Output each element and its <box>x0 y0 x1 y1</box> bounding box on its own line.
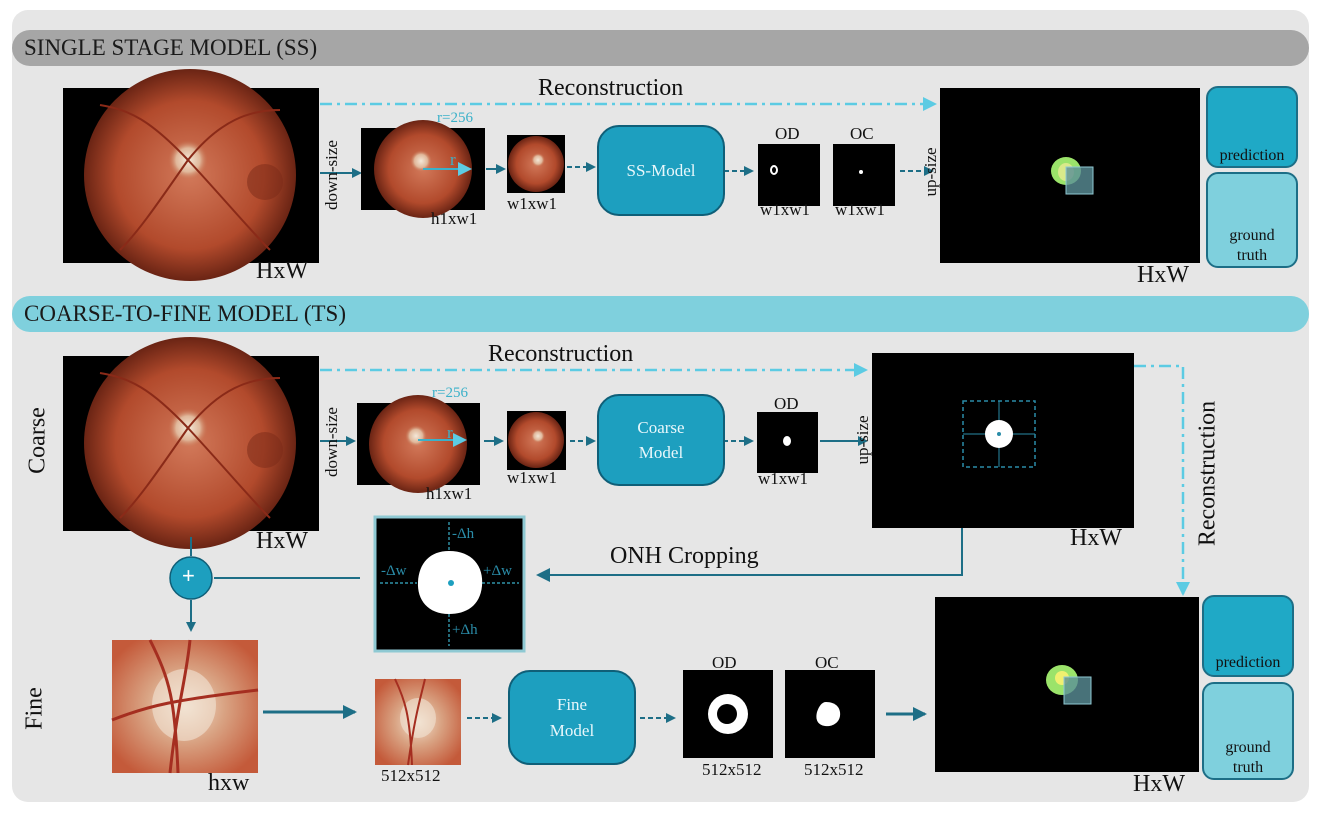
ts-coarse-label: Coarse <box>24 407 51 474</box>
ss-od-label: OD <box>775 124 800 143</box>
ts-coarse-output-size: HxW <box>1070 525 1122 551</box>
ts-downsized-fundus <box>357 395 480 493</box>
ts-input-size: HxW <box>256 528 308 554</box>
ts-square-fundus <box>507 411 566 470</box>
ts-prediction-tag: prediction <box>1202 595 1294 677</box>
ts-fine-model-label: Fine Model <box>549 695 595 740</box>
ss-od-size: w1xw1 <box>760 200 811 219</box>
ss-model-label: SS-Model <box>626 160 696 180</box>
ts-fine-input-size: 512x512 <box>381 766 441 785</box>
ts-fine-label: Fine <box>21 687 48 730</box>
plus-dw-label: +Δw <box>483 563 512 579</box>
ts-coarse-output-image <box>872 353 1134 528</box>
plus-sign-label: + <box>182 563 195 588</box>
ss-r-symbol: r <box>450 150 456 169</box>
ts-coarse-od-mask <box>757 412 818 473</box>
ss-reconstruction-label: Reconstruction <box>538 75 684 101</box>
ts-cropped-onh-image <box>111 639 259 774</box>
ss-prediction-tag: prediction <box>1206 86 1298 168</box>
ss-ground-truth-tag: ground truth <box>1206 172 1298 268</box>
ts-fine-model-box: Fine Model <box>508 670 636 765</box>
ss-square-fundus <box>507 135 565 193</box>
ts-h1w1-label: h1xw1 <box>426 484 473 503</box>
ts-downsize-label: down-size <box>322 407 341 477</box>
ts-fine-od-mask <box>683 670 773 758</box>
ts-output-image <box>935 597 1199 772</box>
ss-downsize-label: down-size <box>322 140 341 210</box>
ts-w1w1-label: w1xw1 <box>507 468 558 487</box>
ts-ground-truth-tag: ground truth <box>1202 682 1294 780</box>
ts-fine-oc-size: 512x512 <box>804 760 864 779</box>
ts-fine-od-label: OD <box>712 653 737 672</box>
ss-output-size: HxW <box>1137 262 1189 288</box>
ts-reconstruction-label: Reconstruction <box>488 341 634 367</box>
ss-output-image <box>940 88 1200 263</box>
ts-crop-size: hxw <box>208 770 250 796</box>
ts-fine-od-size: 512x512 <box>702 760 762 779</box>
ss-input-size: HxW <box>256 258 308 284</box>
ss-oc-label: OC <box>850 124 874 143</box>
ts-od-label: OD <box>774 394 799 413</box>
ts-reconstruction-vertical-label: Reconstruction <box>1194 400 1221 547</box>
minus-dw-label: -Δw <box>381 563 407 579</box>
ts-fine-oc-mask <box>785 670 875 758</box>
ts-input-fundus-image <box>63 337 319 549</box>
ts-output-size: HxW <box>1133 771 1185 797</box>
plus-dh-label: +Δh <box>452 622 478 638</box>
ts-fine-input-image <box>375 678 461 766</box>
ss-oc-mask <box>833 144 895 206</box>
ts-fine-oc-label: OC <box>815 653 839 672</box>
ts-ground-truth-label: ground truth <box>1225 739 1271 776</box>
ss-downsized-fundus <box>361 120 485 218</box>
ss-ground-truth-label: ground truth <box>1229 227 1275 264</box>
ts-r-label: r=256 <box>432 385 468 401</box>
ts-upsize-label: up-size <box>853 415 872 465</box>
ts-coarse-model-label: Coarse Model <box>637 417 685 463</box>
ts-header: COARSE-TO-FINE MODEL (TS) <box>12 296 1309 332</box>
ss-prediction-label: prediction <box>1219 147 1285 164</box>
minus-dh-label: -Δh <box>452 526 475 542</box>
ss-r-label: r=256 <box>437 110 473 126</box>
ts-r-symbol: r <box>447 423 453 442</box>
ts-od-size: w1xw1 <box>758 469 809 488</box>
ss-w1w1-label: w1xw1 <box>507 194 558 213</box>
ss-model-box: SS-Model <box>597 125 725 216</box>
ss-input-fundus-image <box>63 69 319 281</box>
ts-coarse-model-box: Coarse Model <box>597 394 725 486</box>
ts-prediction-label: prediction <box>1215 654 1281 671</box>
ss-od-mask <box>758 144 820 206</box>
ss-upsize-label: up-size <box>921 147 940 197</box>
onh-crop-diagram <box>373 515 526 653</box>
onh-cropping-label: ONH Cropping <box>610 543 759 569</box>
ss-oc-size: w1xw1 <box>835 200 886 219</box>
ss-h1w1-label: h1xw1 <box>431 209 478 228</box>
ss-header: SINGLE STAGE MODEL (SS) <box>12 30 1309 66</box>
